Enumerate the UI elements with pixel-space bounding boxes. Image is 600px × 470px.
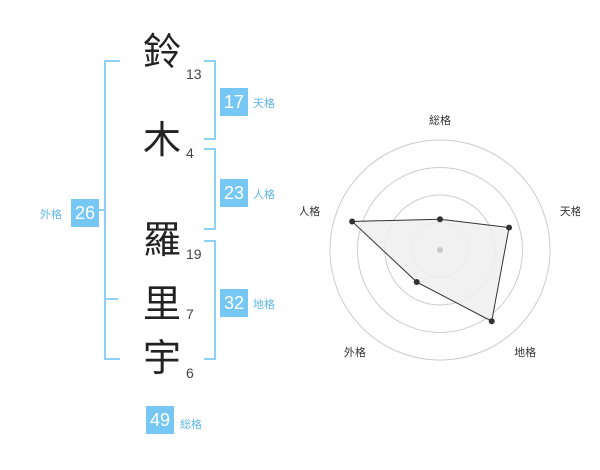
radar-label-tenkaku: 天格: [560, 204, 580, 218]
stroke-count-2: 4: [186, 145, 194, 161]
name-char-5: 宇: [142, 336, 181, 380]
radar-label-soukaku: 総格: [429, 113, 451, 127]
gaikaku-bracket: [104, 60, 120, 360]
radar-point-0: [437, 216, 443, 223]
radar-point-4: [349, 218, 356, 225]
stroke-count-1: 13: [186, 66, 202, 82]
jinkaku-bracket: [204, 148, 216, 230]
soukaku-label: 総格: [180, 418, 202, 431]
radar-point-1: [506, 224, 513, 231]
radar-chart: 総格 天格 地格 外格 人格: [300, 113, 580, 361]
tenkaku-value-badge: 17: [220, 88, 248, 116]
radar-points: [349, 216, 513, 325]
name-char-1: 鈴: [142, 30, 181, 74]
radar-label-gaikaku: 外格: [344, 345, 366, 359]
radar-center-dot: [437, 247, 443, 253]
jinkaku-label: 人格: [253, 188, 275, 201]
radar-ring-4: [329, 139, 551, 361]
stroke-count-5: 6: [186, 365, 194, 381]
gaikaku-label: 外格: [40, 208, 62, 221]
chikaku-value-badge: 32: [220, 289, 248, 317]
radar-label-jinkaku: 人格: [300, 204, 320, 218]
radar-point-2: [488, 318, 495, 325]
radar-label-chikaku: 地格: [514, 345, 536, 359]
soukaku-value-badge: 49: [146, 406, 174, 434]
stroke-count-3: 19: [186, 246, 202, 262]
gaikaku-bracket-stem: [98, 209, 106, 211]
stroke-count-4: 7: [186, 306, 194, 322]
name-char-3: 羅: [142, 218, 181, 262]
jinkaku-value-badge: 23: [220, 179, 248, 207]
chikaku-label: 地格: [253, 298, 275, 311]
radar-shape: [350, 218, 510, 322]
tenkaku-label: 天格: [253, 97, 275, 110]
radar-point-3: [413, 279, 420, 286]
radar-ring-3: [357, 167, 523, 333]
chikaku-bracket: [204, 240, 216, 360]
gaikaku-value-badge: 26: [71, 199, 99, 227]
gaikaku-bracket-divider: [104, 298, 118, 300]
tenkaku-bracket: [204, 60, 216, 140]
name-char-4: 里: [142, 282, 181, 326]
name-char-2: 木: [142, 118, 181, 162]
